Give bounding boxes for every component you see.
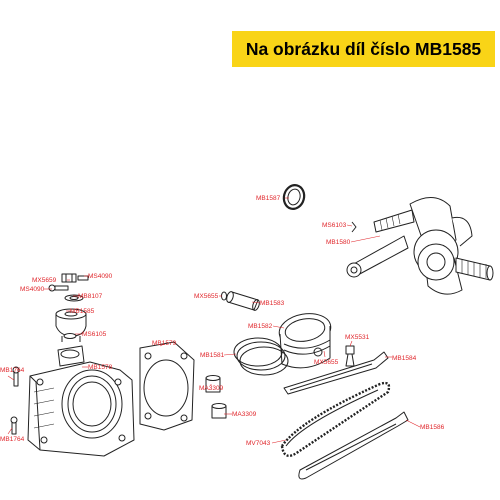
label-mb1582: MB1582 — [248, 323, 273, 330]
label-ms4090-a: MS4090 — [88, 273, 113, 280]
label-ma3309-a: MA3309 — [199, 385, 224, 392]
label-mb1764-a: MB1764 — [0, 367, 25, 374]
label-ms4090-b: MS4090 — [20, 286, 45, 293]
chain-guide — [298, 411, 409, 480]
label-mb1586: MB1586 — [420, 424, 445, 431]
ring-seal — [282, 184, 306, 210]
label-mb1580: MB1580 — [326, 239, 351, 246]
banner-text: Na obrázku díl číslo MB1585 — [245, 38, 482, 59]
leader-lines — [7, 197, 421, 444]
label-mb1584: MB1584 — [392, 355, 417, 362]
label-mb1578: MB1578 — [88, 364, 113, 371]
label-mb1581: MB1581 — [200, 352, 225, 359]
clip-ms6103 — [351, 221, 357, 233]
timing-chain — [280, 381, 391, 458]
label-mb1579: MB1579 — [152, 340, 177, 347]
label-mb1764-b: MB1764 — [0, 436, 25, 443]
crankshaft — [346, 197, 494, 295]
cylinder-block — [27, 345, 135, 457]
label-mv7043: MV7043 — [246, 440, 271, 447]
label-mx5655-b: MX5655 — [314, 359, 339, 366]
guide-bolt — [345, 345, 355, 367]
piston — [278, 313, 332, 369]
label-mx5659: MX5659 — [32, 277, 57, 284]
part-labels: MB1587 MS6103 MB1580 MX5659 MS4090 MS409… — [0, 195, 445, 447]
label-ms6105: MS6105 — [82, 331, 107, 338]
dowel-pins — [205, 375, 227, 419]
label-mb1583: MB1583 — [260, 300, 285, 307]
label-mb1587: MB1587 — [256, 195, 281, 202]
label-mx5531: MX5531 — [345, 334, 370, 341]
label-mx5655-a: MX5655 — [194, 293, 219, 300]
label-mb8107: MB8107 — [78, 293, 103, 300]
cylinder-gasket — [139, 341, 195, 431]
tensioner-guide — [283, 351, 389, 395]
part-number-banner: Na obrázku díl číslo MB1585 — [232, 31, 495, 67]
piston-rings — [233, 337, 289, 376]
label-ma3309-b: MA3309 — [232, 411, 257, 418]
label-mb1585: MB1585 — [70, 308, 95, 315]
label-ms6103: MS6103 — [322, 222, 347, 229]
studs — [10, 366, 20, 435]
circlip-top — [221, 291, 227, 301]
bolts-and-tensioner — [48, 273, 89, 342]
piston-pin — [226, 291, 260, 311]
